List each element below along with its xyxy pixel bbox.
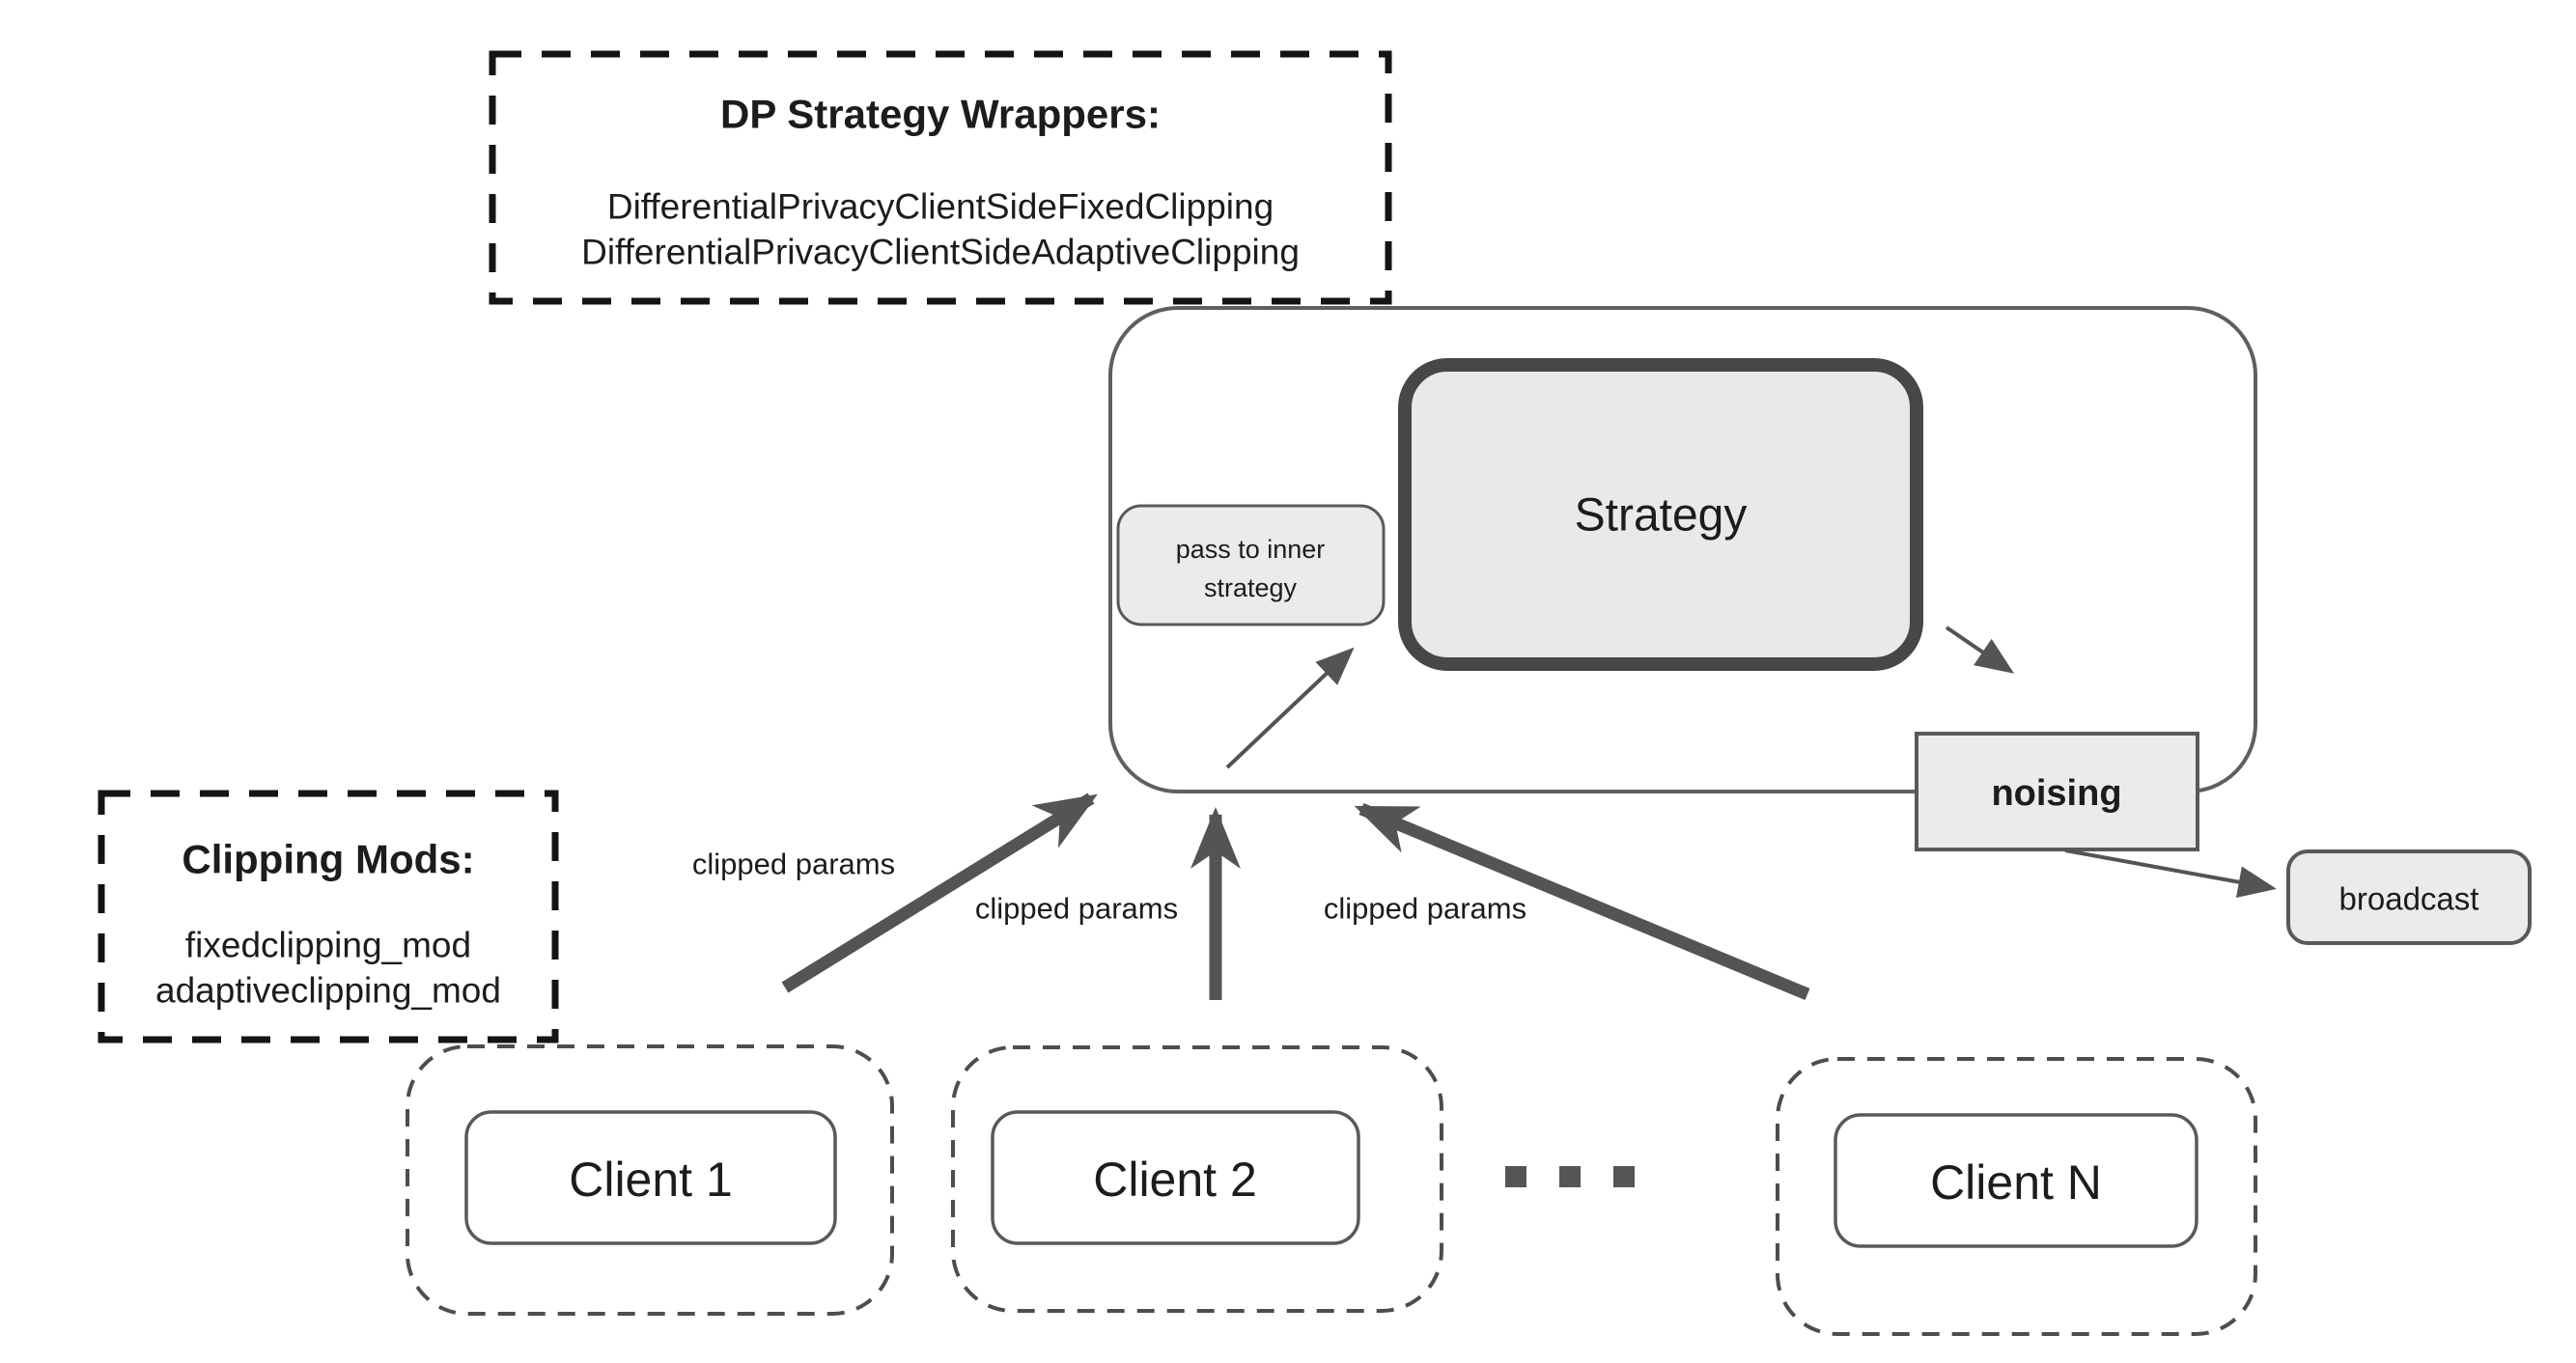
pass-to-inner-strategy-label-line2: strategy	[1204, 573, 1298, 602]
broadcast-box	[2286, 849, 2532, 945]
arrow-strategy-to-noising	[1945, 626, 2015, 674]
fixedclipping-mod-label: fixedclipping_mod	[185, 926, 471, 965]
arrow-clientN-clipped-params	[1354, 802, 1810, 1001]
strategy-node: Strategy	[1398, 358, 1923, 671]
clipped-params-label-2: clipped params	[975, 892, 1178, 926]
dp-strategy-wrappers-box: DP Strategy Wrappers: DifferentialPrivac…	[489, 50, 1392, 305]
arrow-client1-clipped-params	[781, 793, 1098, 993]
ellipsis-dot-3	[1613, 1166, 1635, 1187]
clipping-mods-box: Clipping Mods: fixedclipping_mod adaptiv…	[98, 790, 559, 1043]
dp-wrapper-fixed-clipping-label: DifferentialPrivacyClientSideFixedClippi…	[607, 187, 1274, 227]
client-1-box	[464, 1110, 837, 1245]
client-2-node: Client 2	[951, 1045, 1443, 1313]
dp-wrapper-adaptive-clipping-label: DifferentialPrivacyClientSideAdaptiveCli…	[581, 233, 1300, 272]
client-1-label: Client 1	[569, 1153, 733, 1207]
adaptiveclipping-mod-label: adaptiveclipping_mod	[155, 971, 501, 1011]
pass-to-inner-strategy-label-line1: pass to inner	[1176, 535, 1326, 564]
broadcast-node: broadcast	[2286, 849, 2532, 945]
client-2-box	[991, 1110, 1360, 1245]
strategy-label: Strategy	[1575, 490, 1748, 542]
broadcast-label: broadcast	[2339, 881, 2479, 917]
clipped-params-label-1: clipped params	[692, 848, 895, 881]
noising-label: noising	[1991, 773, 2121, 814]
clipped-params-label-3: clipped params	[1324, 892, 1526, 926]
ellipsis-dot-2	[1559, 1166, 1581, 1187]
pass-to-inner-strategy-box	[1116, 504, 1386, 626]
pass-to-inner-strategy-node: pass to inner strategy	[1116, 504, 1386, 626]
clipping-mods-border	[98, 790, 559, 1043]
clipping-mods-title: Clipping Mods:	[182, 837, 474, 882]
client-n-node: Client N	[1776, 1057, 2257, 1336]
noising-box	[1915, 732, 2199, 851]
client-n-box	[1834, 1113, 2198, 1248]
arrow-noising-to-broadcast	[2064, 848, 2277, 899]
client-n-label: Client N	[1930, 1155, 2102, 1210]
ellipsis-dot-1	[1505, 1166, 1526, 1187]
client-1-node: Client 1	[406, 1044, 894, 1316]
client-2-label: Client 2	[1093, 1153, 1257, 1207]
dp-strategy-wrappers-title: DP Strategy Wrappers:	[720, 92, 1161, 137]
strategy-box	[1398, 358, 1923, 671]
arrow-to-pass-to-inner-strategy	[1225, 647, 1355, 769]
ellipsis-dots	[1505, 1166, 1635, 1187]
noising-node: noising	[1915, 732, 2199, 851]
dp-strategy-wrappers-border	[489, 50, 1392, 305]
